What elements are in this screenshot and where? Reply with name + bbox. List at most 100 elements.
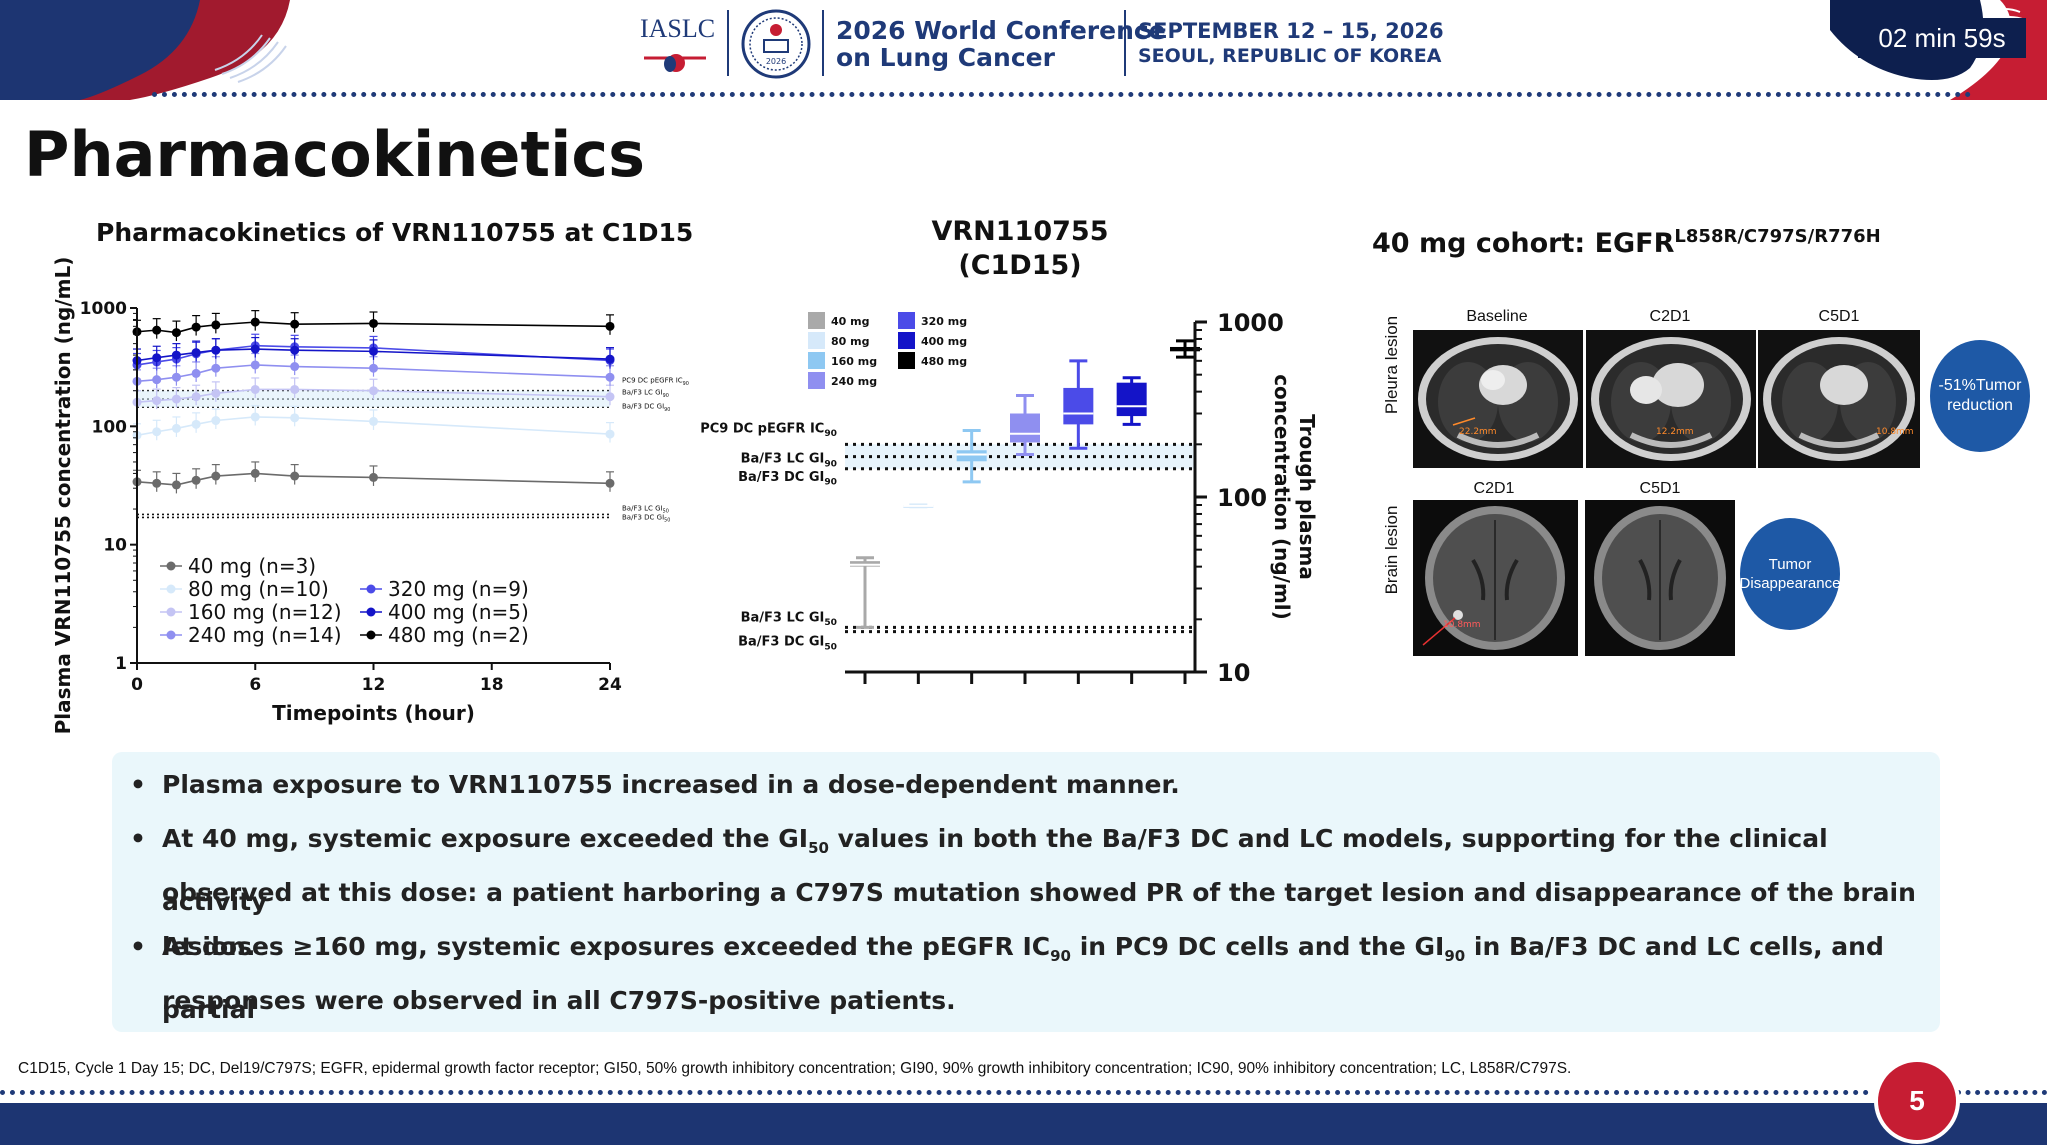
pleura-col-c5d1: C5D1 [1818,308,1860,325]
trough-legend-swatch [808,352,825,369]
pk-data-point [211,320,221,330]
pk-data-point [211,471,221,481]
footer-dotted-rule-right [1956,1090,2047,1095]
bullet-3-subscript-2: 90 [1444,947,1466,965]
pk-y-axis-label: Plasma VRN110755 concentration (ng/mL) [51,257,75,735]
bullet-1-text: Plasma exposure to VRN110755 increased i… [162,770,1180,799]
pk-data-point [290,319,300,329]
trough-y-tick-label: 100 [1217,484,1267,512]
pk-data-point [191,419,201,429]
pk-data-point [605,429,615,439]
pk-data-point [369,346,378,356]
footer-dotted-rule [0,1090,1870,1095]
ct-scan-pleura-c5d1: 10.8mm [1758,330,1920,468]
iaslc-logo-text: IASLC [640,14,716,43]
pk-data-point [171,328,181,338]
pk-legend-marker [166,607,176,617]
trough-legend-swatch [898,332,915,349]
pk-data-point [191,475,201,485]
trough-legend-swatch [808,332,825,349]
pk-x-tick-label: 12 [362,675,386,695]
bullet-2-text-c: observed at this dose: a patient harbori… [162,878,1916,961]
trough-ref-label-lc-gi90: Ba/F3 LC GI90 [741,452,837,470]
trough-legend-swatch [898,352,915,369]
pk-data-point [191,368,201,378]
trough-box-400-mg [1116,382,1147,417]
pk-data-point [369,416,378,426]
trough-legend-swatch [898,312,915,329]
pk-data-point [605,372,615,382]
mri-brain-c2d1: 10.8mm [1413,500,1578,656]
pk-y-tick-label: 1000 [80,299,127,319]
pleura-lesion-label: Pleura lesion [1382,315,1401,415]
pk-x-tick-label: 18 [480,675,504,695]
pk-chart-title: Pharmacokinetics of VRN110755 at C1D15 [96,218,694,247]
pk-ref-label-lc-gi90: Ba/F3 LC GI90 [622,389,669,399]
bullet-2-subscript: 50 [808,839,829,857]
pk-data-point [152,325,162,335]
pk-legend-marker [166,630,176,640]
pk-data-point [250,412,260,422]
key-findings-panel: •Plasma exposure to VRN110755 increased … [112,752,1940,1032]
header-left-decoration [0,0,310,100]
seal-year: 2026 [766,57,786,66]
conference-header: IASLC 2026 2026 World Conference on Lung… [0,0,2047,100]
trough-legend-label: 320 mg [921,315,967,328]
pk-data-point [152,353,162,363]
pk-data-point [290,362,300,372]
bullet-3-text-d: responses were observed in all C797S-pos… [162,986,956,1015]
conference-name-line2: on Lung Cancer [836,43,1055,72]
pk-data-point [171,372,181,382]
pk-data-point [171,394,181,404]
pk-legend-label: 40 mg (n=3) [188,554,316,578]
trough-legend-label: 480 mg [921,355,967,368]
brain-col-c2d1: C2D1 [1473,480,1515,497]
pk-data-point [152,375,162,385]
trough-legend-label: 400 mg [921,335,967,348]
pk-x-tick-label: 6 [249,675,261,695]
pk-data-point [211,345,221,355]
pk-data-point [369,386,378,396]
bullet-2: •At 40 mg, systemic exposure exceeded th… [130,824,1828,916]
pk-data-point [171,423,181,433]
brain-lesion-label: Brain lesion [1382,505,1401,595]
pk-legend-marker [166,561,176,571]
pk-data-point [290,345,300,355]
pk-data-point [191,322,201,332]
pk-data-point [250,360,260,370]
pk-legend-label: 480 mg (n=2) [388,623,529,647]
header-divider [727,10,729,76]
trough-y-axis-label-1: Trough plasma [1295,414,1319,580]
pk-legend-marker [366,607,376,617]
iaslc-lung-logo [644,54,706,72]
bullet-3: •At doses ≥160 mg, systemic exposures ex… [130,932,1884,1024]
trough-box-240-mg [1010,413,1040,443]
bullet-3-text-b: in PC9 DC cells and the GI [1071,932,1445,961]
brain-measure: 10.8mm [1443,620,1481,630]
pk-data-point [211,388,221,398]
pk-data-point [152,396,162,406]
pk-legend-label: 160 mg (n=12) [188,600,342,624]
bullet-1: •Plasma exposure to VRN110755 increased … [130,770,1180,799]
header-dotted-rule [152,92,1972,97]
pk-data-point [211,416,221,426]
trough-legend-swatch [808,372,825,389]
pk-data-point [605,321,615,331]
pk-x-axis-label: Timepoints (hour) [272,701,475,725]
mri-brain-c5d1 [1585,500,1735,656]
abbreviations-footnote: C1D15, Cycle 1 Day 15; DC, Del19/C797S; … [18,1060,1572,1077]
pk-data-point [290,384,300,394]
brain-col-c5d1: C5D1 [1639,480,1681,497]
presentation-timer: 02 min 59s [1858,18,2026,58]
footer-bar [0,1103,2047,1145]
pk-data-point [191,392,201,402]
pk-data-point [605,392,615,402]
trough-legend-label: 80 mg [831,335,869,348]
trough-ref-label-pc9: PC9 DC pEGFR IC90 [700,421,837,439]
trough-chart-subtitle: (C1D15) [958,250,1082,281]
pk-data-point [290,413,300,423]
trough-legend-label: 240 mg [831,375,877,388]
pk-data-point [250,317,260,327]
pk-data-point [369,318,378,328]
